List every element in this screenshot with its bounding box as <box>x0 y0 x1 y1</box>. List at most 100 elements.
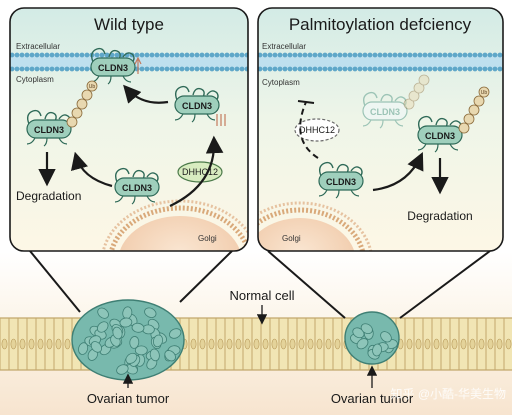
tumor-cell <box>352 327 365 339</box>
blocked-path <box>299 101 319 159</box>
degradation-label: Degradation <box>16 189 81 203</box>
cell-nucleus <box>505 338 512 350</box>
ubiquitin-chain: Ub <box>66 80 98 128</box>
zoom-line-right-b <box>399 250 491 319</box>
cell-nucleus <box>46 338 53 350</box>
cell-nucleus <box>307 338 314 350</box>
watermark: 知乎 @小酷-华美生物 <box>390 387 506 401</box>
cell-nucleus <box>28 338 35 350</box>
cell-nucleus <box>442 338 449 350</box>
tumor-cell <box>129 336 140 349</box>
golgi-label: Golgi <box>282 234 301 243</box>
dhhc12-label: DHHC12 <box>182 167 218 177</box>
tumor-cell <box>356 338 369 350</box>
cytoplasm-label: Cytoplasm <box>262 78 300 87</box>
tumor-cell <box>149 348 160 362</box>
cell-nucleus <box>235 338 242 350</box>
cell-nucleus <box>19 338 26 350</box>
ubiquitin-chain: Ub <box>458 86 490 134</box>
zoom-line-left-b <box>179 250 233 303</box>
cldn3-label: CLDN3 <box>122 183 152 193</box>
cell-nucleus <box>334 338 341 350</box>
tumor-cell <box>372 343 383 357</box>
cldn3-ubiquitinated: CLDN3 <box>417 115 463 153</box>
cldn3-label: CLDN3 <box>34 125 64 135</box>
cell-nucleus <box>190 338 197 350</box>
cell-nucleus <box>226 338 233 350</box>
tumor-cell <box>112 326 123 340</box>
golgi-apparatus <box>258 201 374 251</box>
arrow-to-palmitoylated <box>169 135 224 207</box>
inhibition-bar <box>297 100 315 104</box>
degradation-label: Degradation <box>407 209 472 223</box>
tumor-cell <box>131 322 145 333</box>
ovarian-tumor-right <box>344 311 400 365</box>
cell-nucleus <box>316 338 323 350</box>
cell-nucleus <box>496 338 503 350</box>
arrow-to-ubiquitinated <box>70 151 113 188</box>
panel-title: Palmitoylation defciency <box>289 15 472 34</box>
cell-nucleus <box>325 338 332 350</box>
ovarian-tumor-left <box>71 299 185 381</box>
cell-nucleus <box>244 338 251 350</box>
cell-nucleus <box>433 338 440 350</box>
cell-nucleus <box>208 338 215 350</box>
ub-label: Ub <box>89 84 96 90</box>
tumor-cell <box>164 350 176 362</box>
cell-nucleus <box>55 338 62 350</box>
dhhc12-absent: DHHC12 <box>294 118 340 142</box>
tumor-cell <box>380 331 392 343</box>
ub-label: Ub <box>481 90 488 96</box>
cell-nucleus <box>271 338 278 350</box>
tumor-cell <box>96 321 109 333</box>
cell-nucleus <box>262 338 269 350</box>
extracellular-label: Extracellular <box>262 42 306 51</box>
cytoplasm-label: Cytoplasm <box>16 75 54 84</box>
plasma-membrane <box>258 52 503 72</box>
cldn3-label: CLDN3 <box>370 107 400 117</box>
ovarian-tumor-left-label: Ovarian tumor <box>87 391 170 406</box>
panel-border <box>9 7 249 252</box>
cell-nucleus <box>253 338 260 350</box>
extracellular-label: Extracellular <box>16 42 60 51</box>
cell-nucleus <box>280 338 287 350</box>
cldn3-nascent: CLDN3 <box>318 161 364 199</box>
cell-nucleus <box>10 338 17 350</box>
panel-wild-type: Wild type Extracellular Cytoplasm Golgi … <box>9 7 249 252</box>
tumor-cell <box>90 341 103 353</box>
zoom-line-left-a <box>29 250 81 313</box>
cell-nucleus <box>451 338 458 350</box>
panel-border <box>257 7 504 252</box>
cldn3-nascent: CLDN3 <box>114 167 160 205</box>
palmitoyl-chains <box>216 114 226 126</box>
cldn3-palmitoylated: CLDN3 <box>174 85 220 123</box>
tumor-cell <box>144 307 157 318</box>
zoom-line-right-a <box>267 250 346 319</box>
cell-nucleus <box>406 338 413 350</box>
ovarian-tumor-right-label: Ovarian tumor <box>331 391 414 406</box>
panel-title: Wild type <box>94 15 164 34</box>
arrow-to-membrane <box>123 84 169 104</box>
cell-nucleus <box>469 338 476 350</box>
cell-nucleus <box>487 338 494 350</box>
cell-nucleus <box>1 338 8 350</box>
golgi-label: Golgi <box>198 234 217 243</box>
tumor-cell <box>78 342 89 355</box>
tumor-cell <box>360 323 373 335</box>
cell-nucleus <box>217 338 224 350</box>
cldn3-membrane: CLDN3 <box>90 47 136 85</box>
cell-nucleus <box>199 338 206 350</box>
tumor-cell <box>169 328 182 339</box>
cell-nucleus <box>64 338 71 350</box>
cell-nucleus <box>37 338 44 350</box>
cell-nucleus <box>415 338 422 350</box>
tumor-cell <box>152 334 164 348</box>
cell-nucleus <box>424 338 431 350</box>
cldn3-faded: CLDN3 <box>362 91 408 129</box>
cell-nucleus <box>478 338 485 350</box>
normal-cell-label: Normal cell <box>229 288 294 303</box>
panel-palmitoylation-deficiency: Palmitoylation defciency Extracellular C… <box>257 7 504 252</box>
cldn3-label: CLDN3 <box>326 177 356 187</box>
